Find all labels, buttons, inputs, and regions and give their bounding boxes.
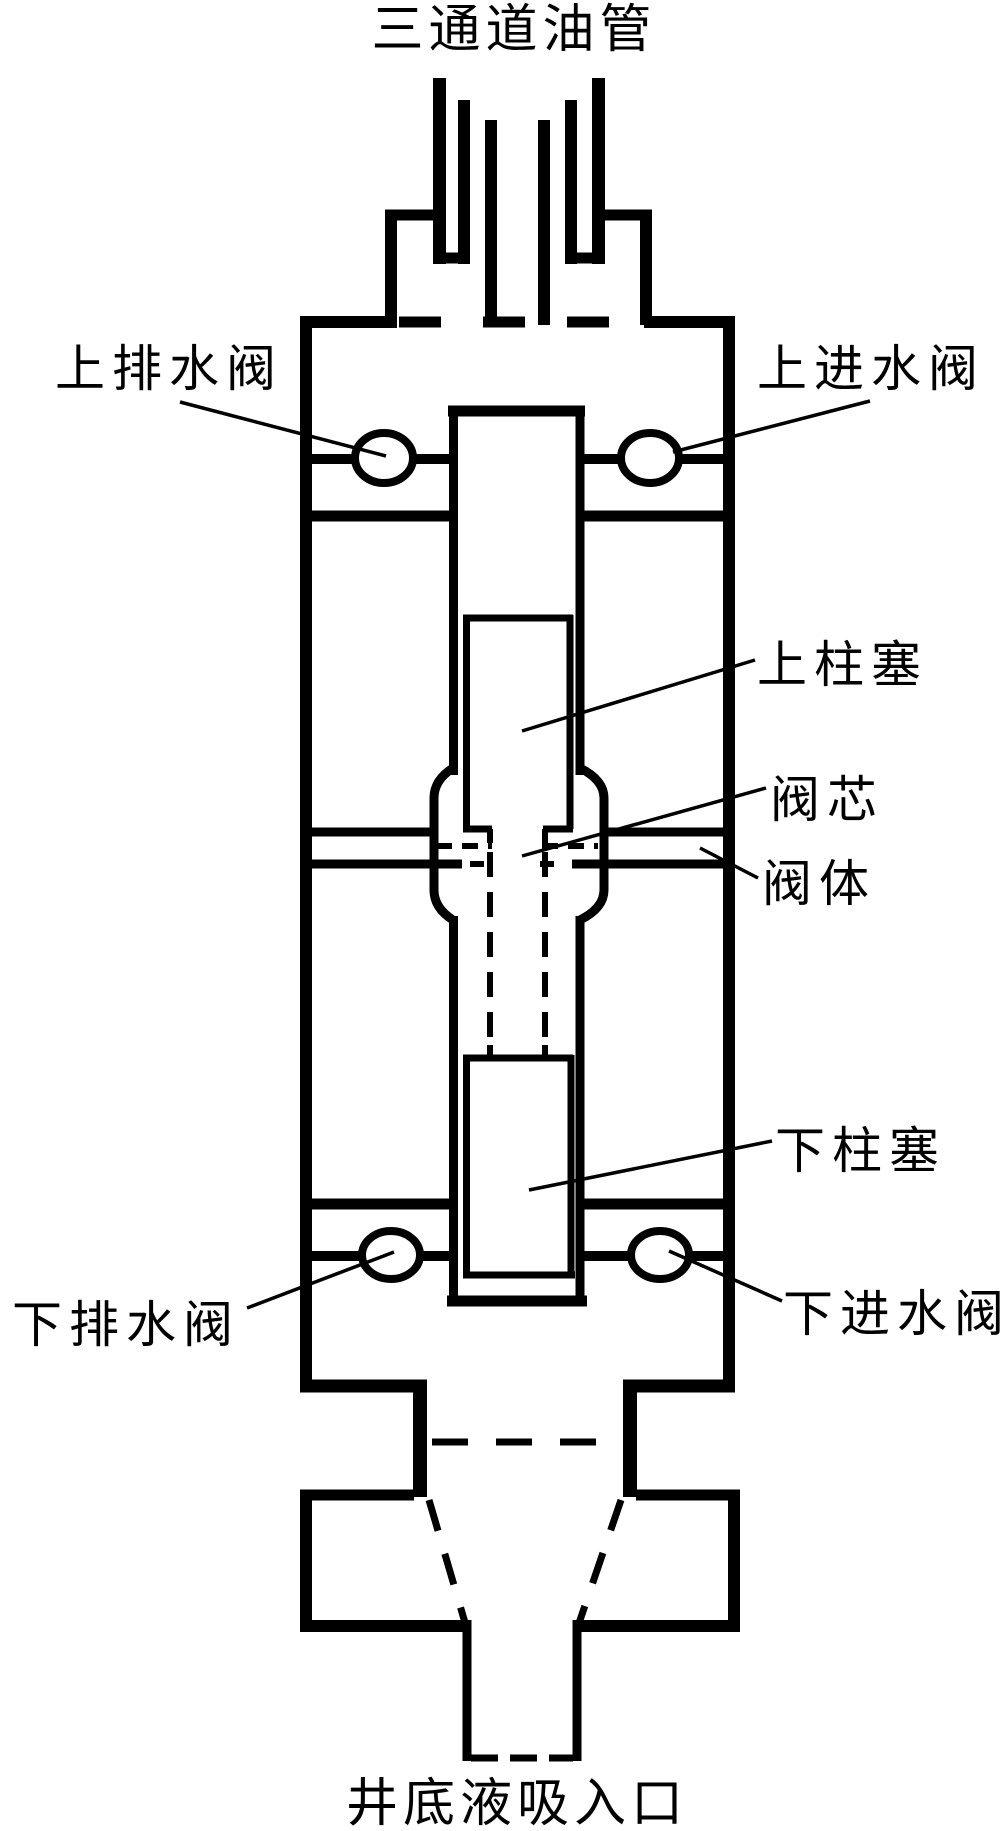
upper-valve-chamber (300, 405, 735, 775)
lower-drain-valve-ball (358, 1227, 424, 1283)
leader-lower-plunger (528, 1139, 773, 1192)
leader-upper-drain-valve (179, 400, 387, 458)
label-oil-pipe: 三通道油管 (371, 2, 656, 59)
labels: 三通道油管 上排水阀 上进水阀 上柱塞 阀芯 阀体 下柱塞 下排水阀 下进水阀 … (12, 2, 1004, 1831)
leader-upper-plunger (521, 658, 756, 733)
label-upper-drain-valve: 上排水阀 (55, 341, 283, 397)
upper-plunger-part (463, 614, 574, 829)
leader-valve-body (699, 846, 759, 880)
leader-upper-inlet-valve (672, 399, 871, 454)
bell-outer-right (577, 763, 609, 925)
bell-outer-left (429, 764, 456, 924)
funnel-dashed-right (574, 1498, 625, 1628)
bottom-suction-section (300, 1380, 740, 1762)
lower-cylinder-chamber (300, 916, 735, 1307)
lower-inlet-valve-ball (627, 1227, 693, 1283)
label-lower-drain-valve: 下排水阀 (12, 1297, 240, 1353)
label-valve-core: 阀芯 (770, 772, 884, 828)
label-valve-body: 阀体 (762, 856, 876, 912)
label-upper-inlet-valve: 上进水阀 (757, 341, 985, 397)
upper-drain-valve-ball (351, 429, 417, 487)
label-lower-inlet-valve: 下进水阀 (783, 1286, 1004, 1342)
valve-body-bell (306, 763, 729, 1050)
leader-valve-core (521, 786, 767, 858)
three-channel-oil-pipe (385, 78, 652, 325)
upper-inlet-valve-ball (617, 429, 683, 487)
leader-lower-inlet-valve (668, 1249, 783, 1303)
pump-body-outline (300, 316, 735, 1393)
label-lower-plunger: 下柱塞 (775, 1123, 946, 1179)
label-upper-plunger: 上柱塞 (757, 637, 928, 693)
leader-lower-drain-valve (246, 1250, 395, 1310)
label-bottom-inlet: 井底液吸入口 (346, 1776, 688, 1831)
lower-plunger-part (463, 1045, 575, 1279)
leader-lines (179, 399, 871, 1310)
funnel-dashed-left (425, 1499, 470, 1627)
